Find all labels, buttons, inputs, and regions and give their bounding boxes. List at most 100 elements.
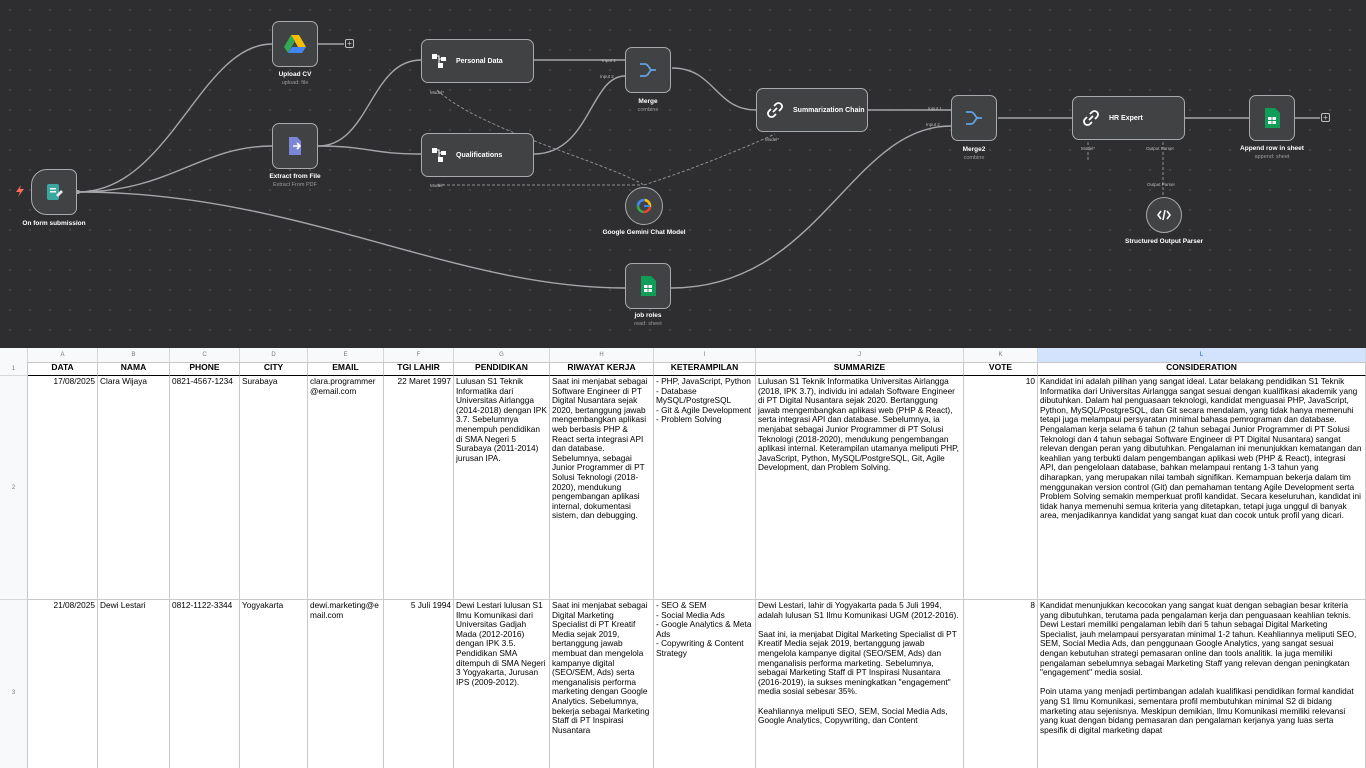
workflow-canvas[interactable]: On form submission Upload CV upload: file… <box>0 0 1366 348</box>
table-cell[interactable]: Lulusan S1 Teknik Informatika Universita… <box>756 376 964 600</box>
extract-file-node[interactable] <box>272 123 318 169</box>
header-cell[interactable]: DATA <box>28 362 98 376</box>
merge-icon <box>640 63 656 77</box>
header-cell[interactable]: NAMA <box>98 362 170 376</box>
workflow-connections <box>76 43 1320 289</box>
header-cell[interactable]: SUMMARIZE <box>756 362 964 376</box>
merge-input1-port[interactable]: Input 1 <box>602 58 616 63</box>
header-cell[interactable]: CONSIDERATION <box>1038 362 1366 376</box>
table-cell[interactable]: Dewi Lestari, lahir di Yogyakarta pada 5… <box>756 600 964 768</box>
personal-data-model-port[interactable]: Model* <box>430 90 445 95</box>
extract-file-sub: Extract From PDF <box>272 182 317 188</box>
header-cell[interactable]: PHONE <box>170 362 240 376</box>
table-cell[interactable]: Kandidat menunjukkan kecocokan yang sang… <box>1038 600 1366 768</box>
hr-expert-node[interactable]: HR Expert <box>1072 96 1185 140</box>
google-drive-icon <box>284 35 306 53</box>
column-letter-e[interactable]: E <box>308 348 384 362</box>
column-letter-a[interactable]: A <box>28 348 98 362</box>
table-cell[interactable]: Clara Wijaya <box>98 376 170 600</box>
table-cell[interactable]: dewi.marketing@email.com <box>308 600 384 768</box>
header-cell[interactable]: TGl LAHIR <box>384 362 454 376</box>
table-cell[interactable]: Surabaya <box>240 376 308 600</box>
file-extract-icon <box>289 137 302 155</box>
google-sheets-icon <box>1265 108 1280 128</box>
form-trigger-node[interactable] <box>31 169 77 215</box>
column-letter-l[interactable]: L <box>1038 348 1366 362</box>
upload-cv-node[interactable] <box>272 21 318 67</box>
table-cell[interactable]: - PHP, JavaScript, Python - Database MyS… <box>654 376 756 600</box>
column-letter-c[interactable]: C <box>170 348 240 362</box>
table-cell[interactable]: clara.programmer@email.com <box>308 376 384 600</box>
link-chain-icon <box>767 102 783 118</box>
header-cell[interactable]: EMAIL <box>308 362 384 376</box>
qualifications-model-port[interactable]: Model* <box>430 183 445 188</box>
table-cell[interactable]: 22 Maret 1997 <box>384 376 454 600</box>
append-row-node[interactable] <box>1249 95 1295 141</box>
column-letter-h[interactable]: H <box>550 348 654 362</box>
form-trigger-label: On form submission <box>22 220 86 227</box>
table-cell[interactable]: Kandidat ini adalah pilihan yang sangat … <box>1038 376 1366 600</box>
table-cell[interactable]: - SEO & SEM - Social Media Ads - Google … <box>654 600 756 768</box>
personal-data-label: Personal Data <box>456 57 503 65</box>
column-letter-b[interactable]: B <box>98 348 170 362</box>
column-letter-i[interactable]: I <box>654 348 756 362</box>
table-cell[interactable]: Yogyakarta <box>240 600 308 768</box>
hr-expert-model-port[interactable]: Model* <box>1081 146 1096 151</box>
table-cell[interactable]: Saat ini menjabat sebagai Software Engin… <box>550 376 654 600</box>
table-cell[interactable]: Dewi Lestari <box>98 600 170 768</box>
upload-cv-sub: upload: file <box>281 80 309 86</box>
table-cell[interactable]: Dewi Lestari lulusan S1 Ilmu Komunikasi … <box>454 600 550 768</box>
structured-output-parser-label: Structured Output Parser <box>1124 238 1203 245</box>
merge2-sub: combine <box>963 155 985 161</box>
information-extractor-icon <box>432 54 446 68</box>
header-cell[interactable]: KETERAMPILAN <box>654 362 756 376</box>
table-cell[interactable]: 10 <box>964 376 1038 600</box>
table-cell[interactable]: 8 <box>964 600 1038 768</box>
qualifications-node[interactable]: Qualifications <box>421 133 534 177</box>
merge-label: Merge <box>638 98 658 105</box>
column-letter-d[interactable]: D <box>240 348 308 362</box>
table-cell[interactable]: Saat ini menjabat sebagai Digital Market… <box>550 600 654 768</box>
merge2-input2-port[interactable]: Input 2 <box>926 122 940 127</box>
table-cell[interactable]: 17/08/2025 <box>28 376 98 600</box>
summarization-chain-node[interactable]: Summarization Chain <box>756 88 868 132</box>
column-letter-k[interactable]: K <box>964 348 1038 362</box>
merge-input2-port[interactable]: Input 2 <box>600 74 614 79</box>
header-cell[interactable]: CITY <box>240 362 308 376</box>
row-number[interactable]: 1 <box>0 362 28 376</box>
merge2-node[interactable] <box>951 95 997 141</box>
add-node-button[interactable]: + <box>345 39 354 48</box>
job-roles-node[interactable] <box>625 263 671 309</box>
column-letter-f[interactable]: F <box>384 348 454 362</box>
table-cell[interactable]: 0821-4567-1234 <box>170 376 240 600</box>
column-letter-j[interactable]: J <box>756 348 964 362</box>
upload-cv-label: Upload CV <box>278 71 312 78</box>
header-cell[interactable]: RIWAYAT KERJA <box>550 362 654 376</box>
gemini-model-node[interactable] <box>625 187 663 225</box>
gemini-label: Google Gemini Chat Model <box>602 229 686 236</box>
row-number[interactable]: 3 <box>0 600 28 768</box>
column-letter-g[interactable]: G <box>454 348 550 362</box>
add-node-button[interactable]: + <box>1321 113 1330 122</box>
select-all-corner[interactable] <box>0 348 28 362</box>
table-cell[interactable]: 5 Juli 1994 <box>384 600 454 768</box>
table-cell[interactable]: Lulusan S1 Teknik Informatika dari Unive… <box>454 376 550 600</box>
hr-expert-label: HR Expert <box>1109 114 1143 122</box>
summarization-model-port[interactable]: Model* <box>765 137 780 142</box>
personal-data-node[interactable]: Personal Data <box>421 39 534 83</box>
job-roles-label: job roles <box>634 312 662 319</box>
merge2-label: Merge2 <box>962 146 986 153</box>
row-number[interactable]: 2 <box>0 376 28 600</box>
table-cell[interactable]: 0812-1122-3344 <box>170 600 240 768</box>
structured-output-parser-node[interactable] <box>1146 197 1182 233</box>
header-cell[interactable]: PENDIDIKAN <box>454 362 550 376</box>
hr-expert-output-parser-port[interactable]: Output Parser <box>1146 146 1175 151</box>
parser-output-port[interactable]: Output Parser <box>1147 182 1176 187</box>
merge2-input1-port[interactable]: Input 1 <box>928 106 942 111</box>
merge-node[interactable] <box>625 47 671 93</box>
table-cell[interactable]: 21/08/2025 <box>28 600 98 768</box>
merge-icon <box>966 111 982 125</box>
append-row-sub: append: sheet <box>1254 154 1290 160</box>
header-cell[interactable]: VOTE <box>964 362 1038 376</box>
